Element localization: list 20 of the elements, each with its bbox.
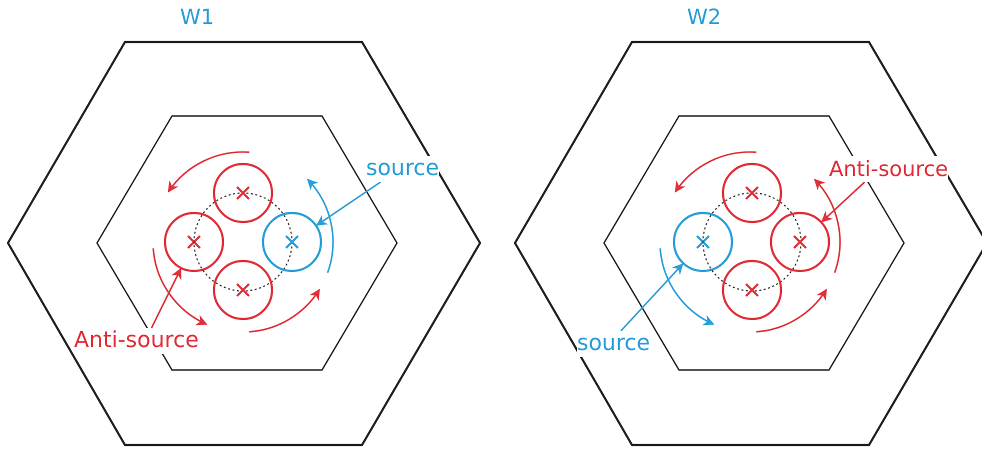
panel-label: W1 bbox=[180, 4, 214, 30]
leader-line bbox=[150, 268, 182, 328]
circle bbox=[262, 212, 322, 272]
circle bbox=[672, 212, 734, 272]
leader-line bbox=[821, 181, 866, 222]
callout-label: source bbox=[577, 331, 650, 357]
panel-label: W2 bbox=[687, 4, 722, 30]
dotted-circle bbox=[702, 192, 802, 292]
leader-line bbox=[316, 181, 382, 226]
circle bbox=[722, 260, 782, 320]
circle bbox=[212, 260, 274, 320]
circle bbox=[770, 212, 830, 272]
callout-label: Anti-source bbox=[829, 156, 948, 182]
callout-label: source bbox=[366, 156, 440, 182]
circle bbox=[212, 162, 274, 224]
circle bbox=[164, 212, 224, 272]
callout-label: Anti-source bbox=[74, 328, 199, 354]
dotted-circle bbox=[193, 192, 293, 292]
leader-line bbox=[620, 263, 684, 332]
circle bbox=[722, 162, 782, 224]
